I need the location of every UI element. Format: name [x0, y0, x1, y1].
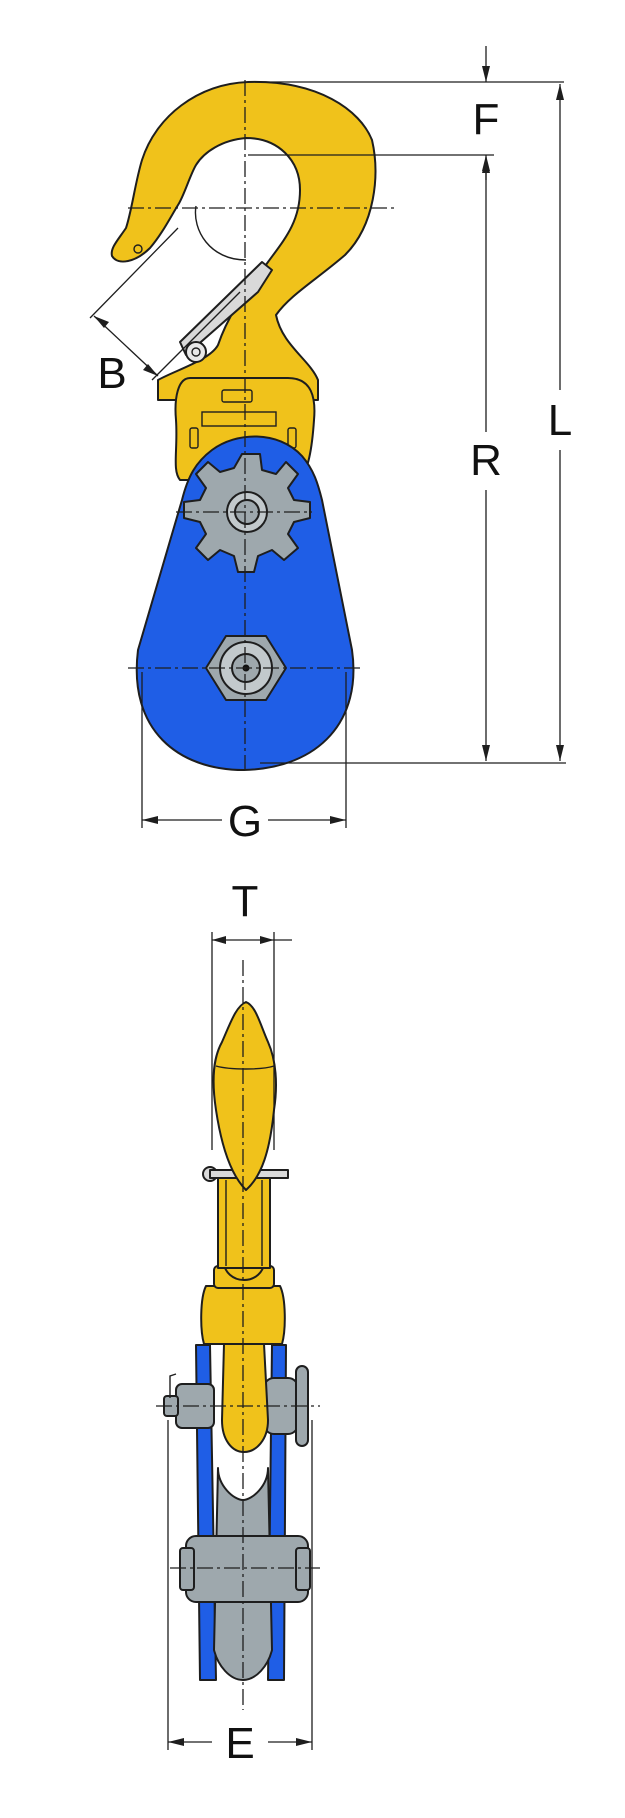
cotter-pin-left	[169, 1373, 177, 1398]
dimension-t-label: T	[232, 877, 259, 926]
sheave-left-nut	[179, 1547, 195, 1591]
side-view: T E	[156, 877, 320, 1768]
dimension-g: G	[141, 672, 347, 846]
dimension-g-label: G	[228, 797, 262, 846]
dimension-e-label: E	[225, 1719, 254, 1768]
hook-latch	[179, 261, 273, 356]
dimension-e: E	[167, 1420, 313, 1768]
swivel-slot	[221, 389, 253, 403]
swivel-left-lug	[189, 427, 199, 449]
swivel-nut	[183, 453, 311, 573]
hook-throat-arc	[194, 205, 247, 261]
dimension-f-label: F	[473, 95, 500, 144]
hook-tip-hole	[133, 244, 143, 254]
sheave-hub	[185, 1535, 309, 1603]
side-hook-assembly	[200, 1001, 289, 1453]
side-hook-blade	[212, 1001, 277, 1191]
dimension-t: T	[211, 877, 292, 1150]
side-hook-ridge	[215, 1065, 275, 1070]
hook	[110, 80, 377, 401]
dimension-l: L	[260, 84, 572, 764]
latch-pivot	[185, 341, 207, 363]
dimension-l-label: L	[548, 396, 572, 445]
dimension-b-label: B	[97, 349, 126, 398]
front-view: F L R B	[89, 46, 572, 846]
dimension-r-label: R	[470, 436, 502, 485]
dimension-r: R	[470, 157, 502, 761]
latch-pivot-pin	[191, 347, 201, 357]
side-shank	[221, 1343, 269, 1453]
dimension-b: B	[89, 227, 241, 398]
hook-body	[110, 80, 377, 401]
swivel-collar	[201, 411, 277, 427]
sheave-right-nut	[295, 1547, 311, 1591]
